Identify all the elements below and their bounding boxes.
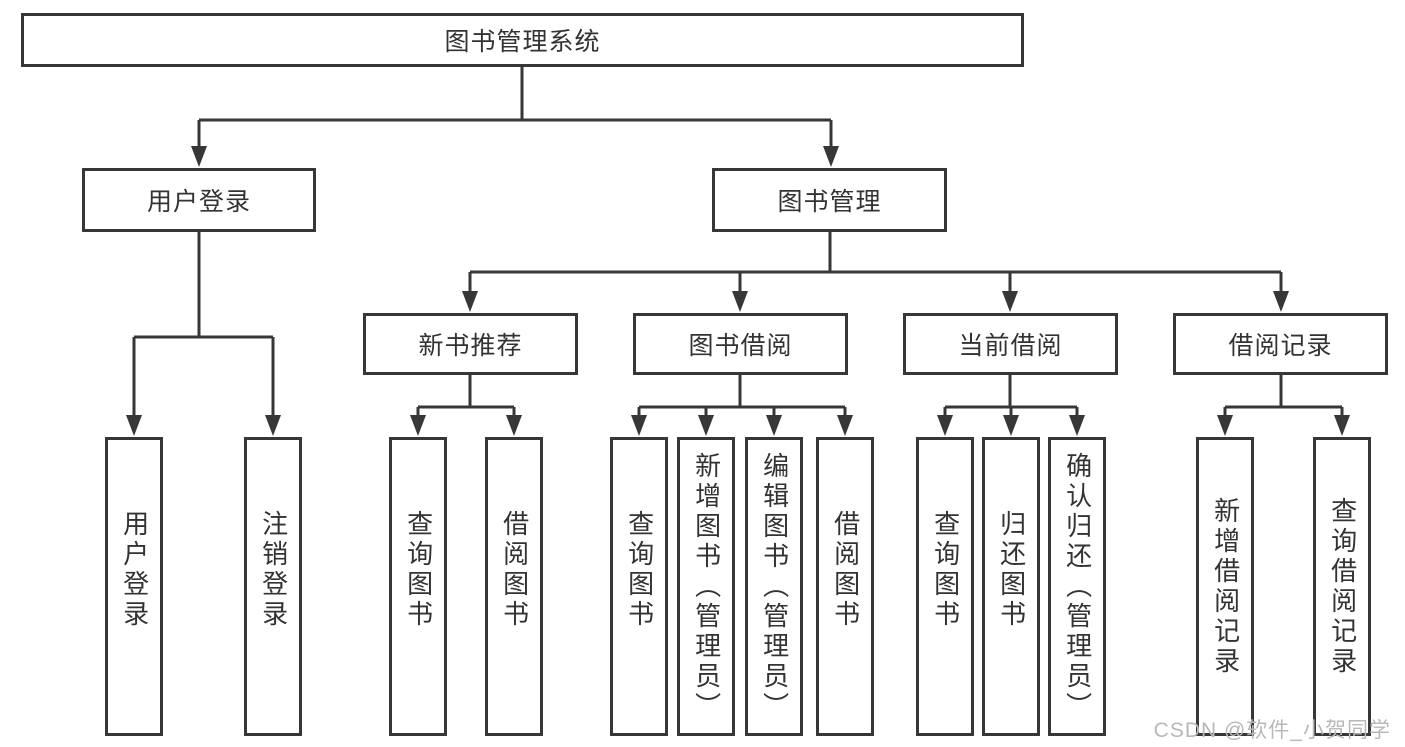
arrow-down-icon (462, 291, 478, 312)
leaf-label: 借阅图书 (499, 509, 530, 630)
leaf-label: 确认归还（管理员） (1062, 451, 1093, 722)
leaf-label: 查询借阅记录 (1327, 496, 1358, 677)
node-label: 借阅记录 (1228, 332, 1333, 360)
connector-new-books-to-leaves (410, 375, 522, 436)
node-new-book-recommendation: 新书推荐 (363, 313, 578, 375)
csdn-watermark: CSDN @软件_小贺同学 (1153, 719, 1391, 742)
node-root-library-system: 图书管理系统 (21, 13, 1024, 67)
connector-book-mgmt-to-level2 (462, 232, 1289, 312)
leaf-query-books-1: 查询图书 (389, 437, 447, 736)
node-book-borrowing: 图书借阅 (633, 313, 848, 375)
leaf-borrow-books-2: 借阅图书 (816, 437, 874, 736)
connector-user-login-to-leaves (126, 232, 281, 436)
arrow-down-icon (506, 415, 522, 436)
leaf-label: 新增借阅记录 (1210, 496, 1241, 677)
leaf-label: 新增图书（管理员） (691, 451, 722, 722)
arrow-down-icon (126, 415, 142, 436)
arrow-down-icon (631, 415, 647, 436)
arrow-down-icon (766, 415, 782, 436)
node-label: 图书管理 (777, 188, 882, 216)
leaf-query-borrow-record: 查询借阅记录 (1313, 437, 1371, 736)
leaf-return-books: 归还图书 (982, 437, 1040, 736)
connector-root-to-level1 (191, 67, 839, 167)
arrow-down-icon (837, 415, 853, 436)
connector-book-borrow-to-leaves (631, 375, 853, 436)
leaf-label: 查询图书 (624, 509, 655, 630)
leaf-add-books-admin: 新增图书（管理员） (677, 437, 735, 736)
connector-current-borrow-to-leaves (937, 375, 1085, 436)
leaf-label: 查询图书 (930, 509, 961, 630)
node-label: 图书管理系统 (444, 28, 601, 56)
node-current-borrowing: 当前借阅 (903, 313, 1118, 375)
node-label: 用户登录 (146, 188, 251, 216)
arrow-down-icon (823, 146, 839, 167)
leaf-query-books-2: 查询图书 (610, 437, 668, 736)
arrow-down-icon (1217, 415, 1233, 436)
leaf-label: 注销登录 (258, 509, 289, 630)
leaf-logout: 注销登录 (244, 437, 302, 736)
arrow-down-icon (1002, 291, 1018, 312)
leaf-label: 归还图书 (996, 509, 1027, 630)
arrow-down-icon (1003, 415, 1019, 436)
node-book-management: 图书管理 (712, 168, 947, 232)
arrow-down-icon (1273, 291, 1289, 312)
leaf-label: 用户登录 (119, 509, 150, 630)
arrow-down-icon (1069, 415, 1085, 436)
leaf-edit-books-admin: 编辑图书（管理员） (745, 437, 803, 736)
leaf-borrow-books-1: 借阅图书 (485, 437, 543, 736)
leaf-add-borrow-record: 新增借阅记录 (1196, 437, 1254, 736)
arrow-down-icon (410, 415, 426, 436)
leaf-label: 编辑图书（管理员） (759, 451, 790, 722)
arrow-down-icon (732, 291, 748, 312)
node-user-login: 用户登录 (82, 168, 316, 232)
arrow-down-icon (698, 415, 714, 436)
arrow-down-icon (937, 415, 953, 436)
arrow-down-icon (1334, 415, 1350, 436)
leaf-confirm-return-admin: 确认归还（管理员） (1048, 437, 1106, 736)
connector-borrow-records-to-leaves (1217, 375, 1350, 436)
arrow-down-icon (191, 146, 207, 167)
leaf-query-books-3: 查询图书 (916, 437, 974, 736)
leaf-label: 借阅图书 (830, 509, 861, 630)
node-label: 新书推荐 (418, 332, 523, 360)
node-borrowing-records: 借阅记录 (1173, 313, 1388, 375)
node-label: 当前借阅 (958, 332, 1063, 360)
leaf-user-login: 用户登录 (105, 437, 163, 736)
leaf-label: 查询图书 (403, 509, 434, 630)
node-label: 图书借阅 (688, 332, 793, 360)
arrow-down-icon (265, 415, 281, 436)
